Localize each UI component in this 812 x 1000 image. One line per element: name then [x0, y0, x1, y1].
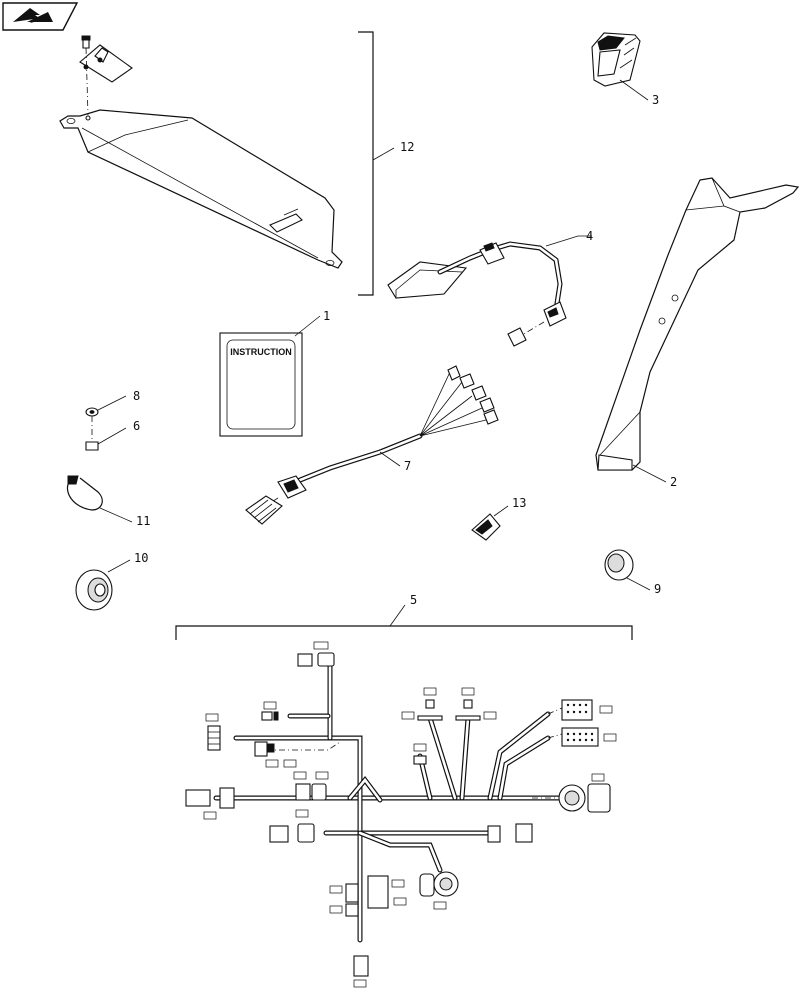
plug-part: 9: [604, 549, 661, 596]
main-harness-part: [185, 641, 617, 988]
pillar-trim-part: 2: [595, 177, 800, 489]
clip-part: 13: [471, 496, 526, 541]
callout-4: 4: [586, 229, 593, 243]
connector-tags: [203, 641, 617, 988]
sensor-harness-part: 4: [387, 229, 593, 347]
main-harness-bracket: 5: [175, 593, 633, 640]
callout-8: 8: [133, 389, 140, 403]
callout-10: 10: [134, 551, 148, 565]
wire-harness-part: 7: [245, 365, 499, 525]
callout-11: 11: [136, 514, 150, 528]
callout-9: 9: [654, 582, 661, 596]
callout-13: 13: [512, 496, 526, 510]
instruction-label: INSTRUCTION: [230, 347, 292, 357]
washer-nut-parts: 8 6: [85, 389, 140, 451]
cover-plate-part: [59, 35, 343, 269]
callout-5: 5: [410, 593, 417, 607]
arrow-corner-icon[interactable]: [2, 2, 79, 31]
instruction-booklet-part: INSTRUCTION 1: [219, 309, 330, 437]
callout-3: 3: [652, 93, 659, 107]
cover-plate-bracket-callout: 12: [358, 31, 414, 296]
callout-2: 2: [670, 475, 677, 489]
callout-6: 6: [133, 419, 140, 433]
callout-12: 12: [400, 140, 414, 154]
rocker-switch-part: 3: [591, 32, 659, 107]
grommet-part: 10: [75, 551, 148, 611]
cable-tie-part: 11: [66, 475, 150, 528]
callout-7: 7: [404, 459, 411, 473]
callout-1: 1: [323, 309, 330, 323]
